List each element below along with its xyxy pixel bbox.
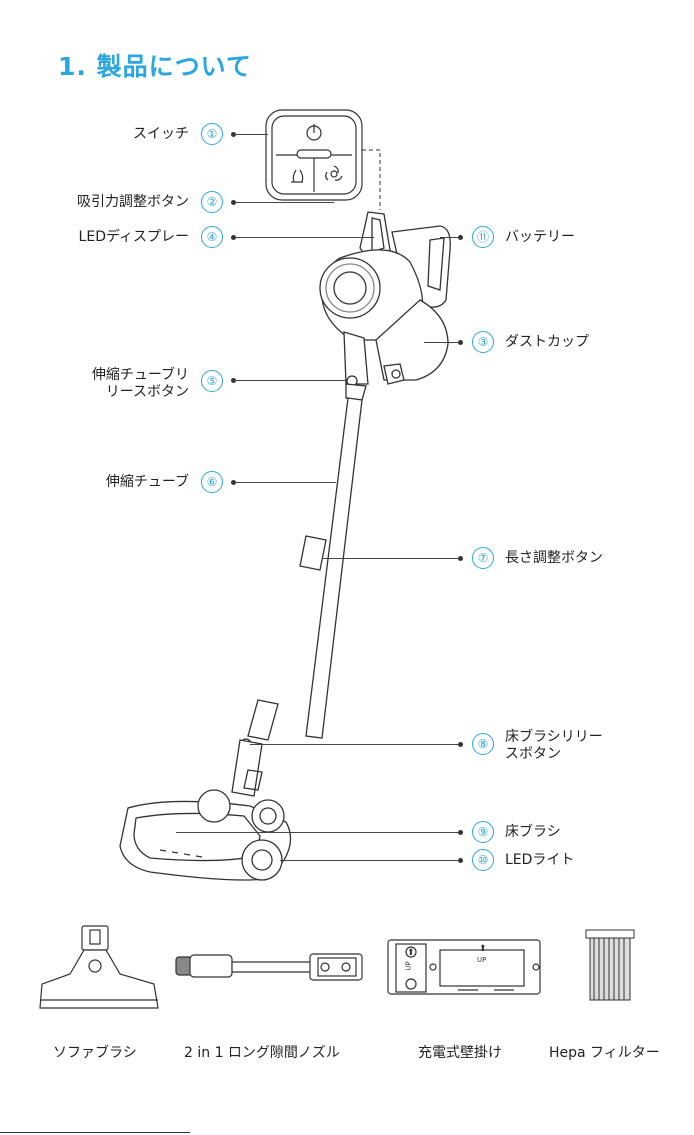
accessory-hepa-filter: Hepa フィルター	[549, 1042, 660, 1062]
accessory-crevice-nozzle: 2 in 1 ロング隙間ノズル	[184, 1042, 340, 1062]
accessory-wall-mount: 充電式壁掛け	[418, 1042, 502, 1062]
accessory-sofa-brush: ソファブラシ	[53, 1042, 137, 1062]
hepa-filter	[586, 930, 634, 1000]
up-arrow-icon: ⬆	[407, 948, 415, 958]
sofa-brush	[40, 926, 158, 1008]
footer-divider	[0, 1132, 190, 1133]
up-arrow-icon: ⬆	[479, 944, 487, 954]
mount-up-text: UP	[477, 956, 486, 964]
mount-up-text: UP	[405, 961, 413, 970]
crevice-nozzle	[176, 954, 362, 980]
